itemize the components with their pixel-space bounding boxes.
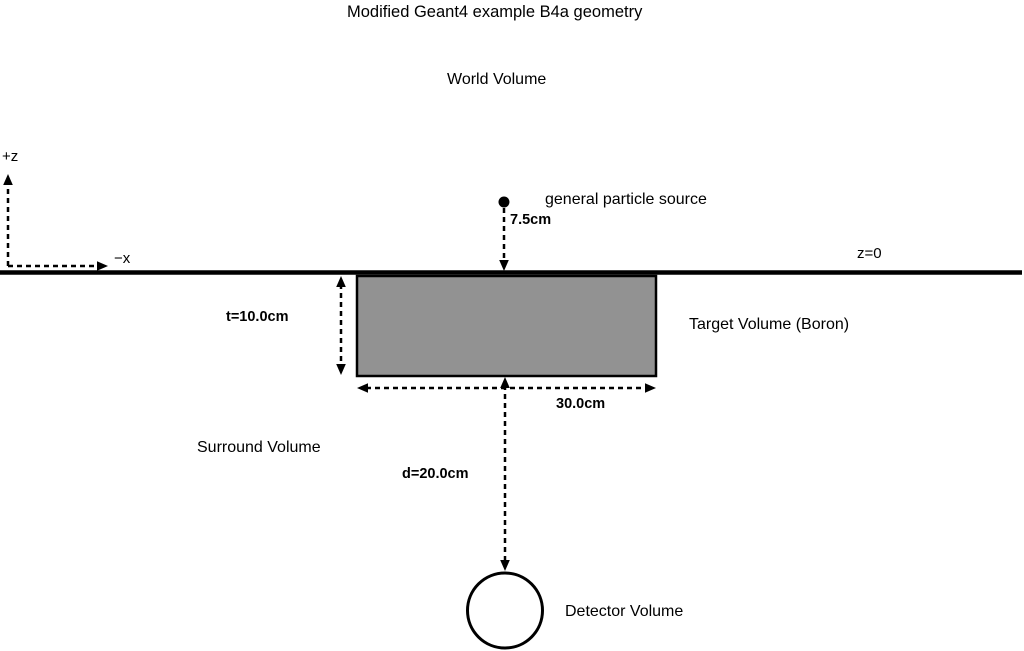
width-label: 30.0cm [556, 396, 606, 412]
target-volume-rect [355, 274, 658, 378]
detector-volume-circle [466, 571, 544, 650]
width-arrow [357, 383, 656, 393]
world-volume-label: World Volume [447, 71, 547, 88]
source-distance-label: 7.5cm [510, 212, 552, 228]
surround-volume-label: Surround Volume [197, 439, 321, 456]
x-axis-arrow [8, 261, 108, 271]
z-axis-arrow [3, 174, 13, 266]
detector-volume-label: Detector Volume [565, 603, 684, 620]
thickness-arrow [336, 276, 346, 375]
diagram-title: Modified Geant4 example B4a geometry [347, 3, 643, 21]
x-axis-label: −x [114, 250, 131, 267]
z-zero-label: z=0 [857, 245, 882, 262]
source-distance-arrow [499, 208, 509, 271]
detector-distance-label: d=20.0cm [402, 466, 469, 482]
particle-source-dot [498, 196, 510, 208]
detector-distance-arrow [500, 377, 510, 571]
particle-source-label: general particle source [545, 191, 707, 208]
target-volume-label: Target Volume (Boron) [689, 316, 850, 333]
thickness-label: t=10.0cm [226, 309, 289, 325]
z-axis-label: +z [2, 148, 19, 165]
